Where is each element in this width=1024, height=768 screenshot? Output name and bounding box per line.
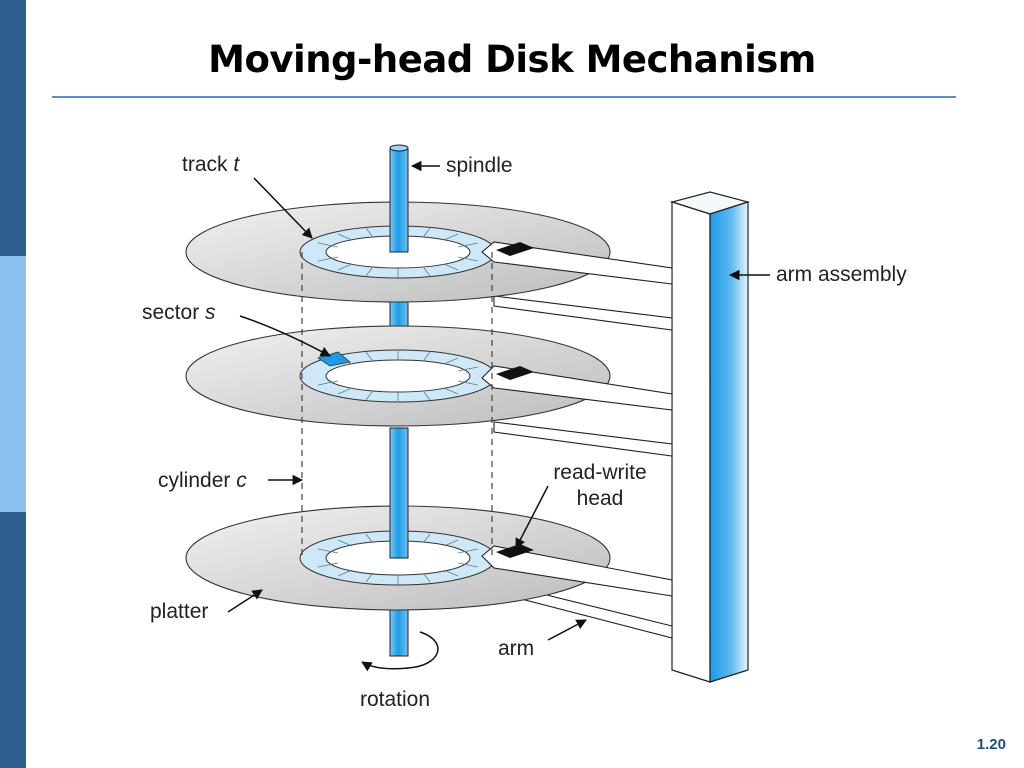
cylinder-outline [301, 252, 493, 558]
label-cylinder: cylinder c [158, 469, 247, 492]
platter-middle [185, 325, 611, 427]
title-divider [52, 96, 956, 98]
rotation-arrow [361, 631, 439, 672]
arm-assembly-column [669, 191, 751, 683]
spindle-top [389, 147, 409, 253]
label-track: track t [182, 153, 240, 176]
label-spindle: spindle [446, 154, 513, 177]
sidebar-bottom-block [0, 512, 26, 768]
label-rotation: rotation [360, 688, 430, 711]
spindle-middle-lower [389, 427, 409, 559]
leader-arrows [227, 160, 770, 641]
sector-highlight [317, 351, 351, 367]
label-arm-assembly: arm assembly [776, 263, 907, 286]
slide-title: Moving-head Disk Mechanism [208, 38, 816, 81]
label-arm: arm [498, 637, 534, 660]
label-sector: sector s [142, 301, 216, 324]
upper-arms [481, 241, 673, 597]
label-read-write-line2: head [577, 487, 624, 510]
label-platter: platter [150, 600, 208, 623]
sidebar-top-block [0, 0, 26, 256]
label-read-write-line1: read-write [553, 461, 646, 484]
page-number: 1.20 [976, 736, 1006, 753]
sidebar-middle-block [0, 256, 26, 512]
